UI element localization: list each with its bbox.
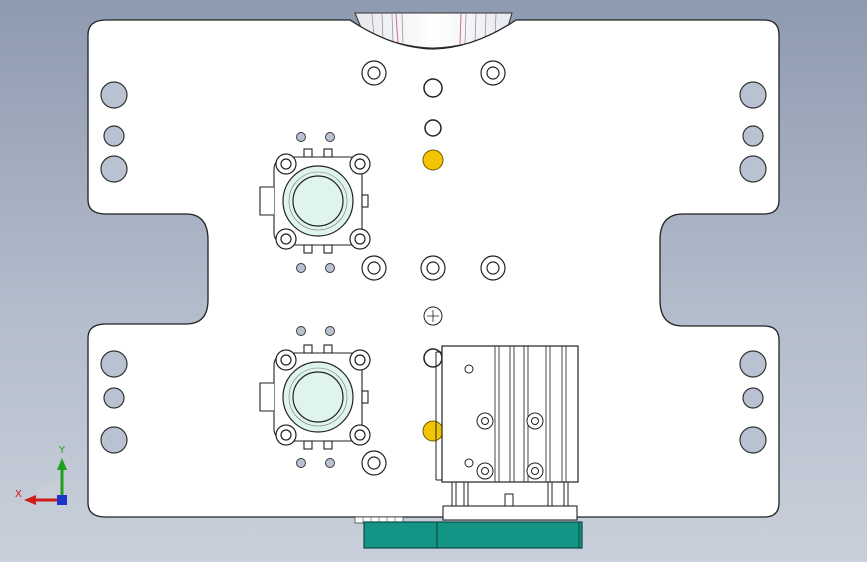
highlighted-holes (422, 149, 444, 442)
orientation-triad: Y X (15, 445, 67, 505)
counterbored-holes (361, 60, 506, 476)
triad-x-label: X (15, 489, 22, 500)
top-slot-feature (354, 12, 513, 49)
green-base-pad[interactable] (363, 521, 583, 549)
pin-holes (296, 132, 335, 468)
bushing-assembly-upper[interactable] (259, 148, 371, 254)
cylinder-block[interactable] (435, 345, 579, 507)
center-holes (423, 78, 443, 368)
triad-y-label: Y (58, 445, 66, 456)
tapped-hole (423, 306, 443, 326)
bushing-assembly-lower[interactable] (259, 344, 371, 450)
edge-holes (100, 81, 767, 454)
